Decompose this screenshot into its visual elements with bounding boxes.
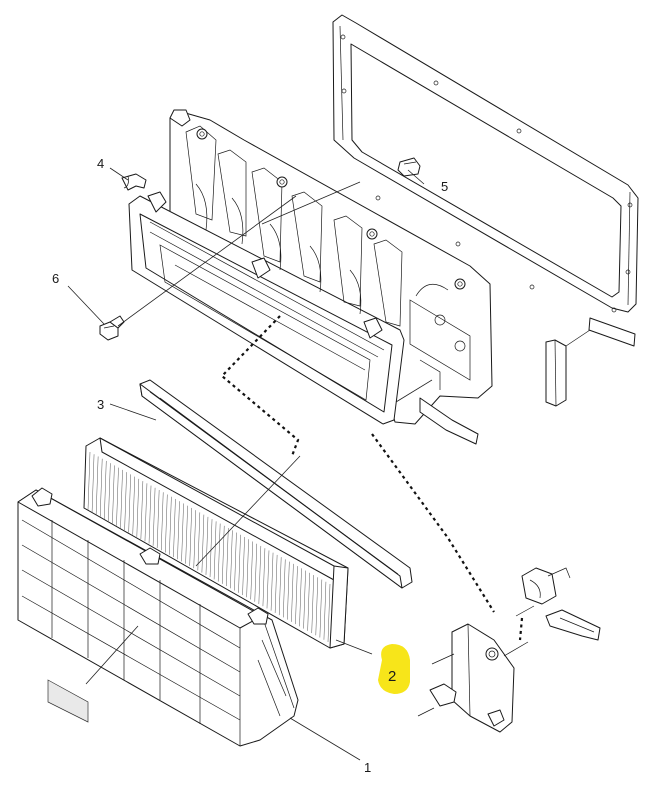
callout-6: 6 — [52, 271, 59, 286]
filter-pleat-line — [278, 557, 282, 616]
filter-pleat-line — [108, 463, 111, 522]
filter-pleat-line — [270, 552, 274, 611]
filter-pleat-line — [144, 483, 148, 542]
filter-pleat-line — [274, 554, 278, 613]
filter-pleat-line — [205, 516, 209, 575]
filter-pleat-line — [120, 469, 123, 528]
filter-pleats — [87, 451, 331, 643]
filter-pleat-line — [230, 530, 233, 589]
filter-pleat-line — [250, 541, 253, 600]
filter-pleat-line — [315, 577, 319, 636]
filter-pleat-line — [152, 487, 156, 546]
filter-pleat-line — [156, 490, 160, 549]
leader-lines — [67, 167, 433, 761]
filter-pleat-line — [295, 566, 298, 625]
gasket-frame — [332, 14, 639, 313]
filter-pleat-line — [234, 532, 237, 591]
filter-pleat-line — [165, 494, 168, 553]
filter-pleat-line — [258, 545, 262, 604]
filter-pleat-line — [193, 510, 197, 569]
filter-pleat-line — [189, 507, 192, 566]
filter-pleat-line — [262, 548, 266, 607]
filter-pleat-line — [323, 581, 327, 640]
filter-pleat-line — [213, 521, 217, 580]
part-1-cover — [17, 487, 299, 747]
filter-pleat-line — [87, 451, 91, 511]
filter-pleat-line — [173, 498, 176, 557]
filter-pleat-line — [303, 570, 306, 629]
filter-pleat-line — [311, 575, 314, 634]
part-4-clip — [121, 173, 147, 191]
part-3-seal-frame — [139, 379, 413, 589]
dashed-routing — [220, 315, 524, 641]
filter-pleat-line — [254, 543, 258, 602]
filter-pleat-line — [242, 537, 245, 596]
filter-pleat-line — [140, 481, 144, 540]
filter-pleat-line — [283, 559, 286, 618]
bracket-assembly — [417, 567, 601, 733]
gasket-tail-strip — [545, 317, 636, 407]
filter-pleat-line — [266, 550, 270, 609]
filter-pleat-line — [160, 492, 164, 551]
filter-pleat-line — [291, 563, 294, 622]
filter-pleat-line — [181, 503, 184, 562]
filter-pleat-line — [112, 465, 115, 524]
filter-pleat-line — [136, 478, 140, 537]
part-6-screw — [99, 315, 125, 341]
callout-2: 2 — [388, 668, 396, 685]
part-5-connector — [397, 157, 421, 177]
filter-pleat-line — [217, 523, 221, 582]
callout-1: 1 — [364, 760, 371, 775]
filter-pleat-line — [169, 496, 172, 555]
filter-pleat-line — [307, 572, 310, 631]
filter-pleat-line — [185, 505, 188, 564]
callout-3: 3 — [97, 397, 104, 412]
callout-4: 4 — [97, 156, 104, 171]
filter-pleat-line — [221, 525, 225, 584]
filter-pleat-line — [299, 568, 302, 627]
filter-pleat-line — [116, 467, 119, 526]
filter-pleat-line — [91, 454, 95, 513]
filter-pleat-line — [128, 474, 131, 533]
filter-pleat-line — [124, 472, 127, 531]
filter-pleat-line — [246, 539, 249, 598]
filter-pleat-line — [287, 561, 290, 620]
filter-pleat-line — [132, 476, 135, 535]
filter-pleat-line — [177, 501, 180, 560]
filter-pleat-line — [201, 514, 205, 573]
filter-pleat-line — [148, 485, 152, 544]
filter-pleat-line — [238, 534, 241, 593]
filter-pleat-line — [104, 460, 107, 519]
filter-pleat-line — [197, 512, 201, 571]
callout-5: 5 — [441, 179, 448, 194]
filter-pleat-line — [226, 528, 229, 587]
filter-pleat-line — [209, 519, 213, 578]
part-2-filter-element — [83, 437, 349, 649]
filter-pleat-line — [95, 456, 99, 515]
filter-pleat-line — [99, 458, 103, 517]
callout-2-highlight — [378, 644, 410, 694]
filter-pleat-line — [327, 583, 331, 643]
filter-pleat-line — [319, 579, 323, 638]
